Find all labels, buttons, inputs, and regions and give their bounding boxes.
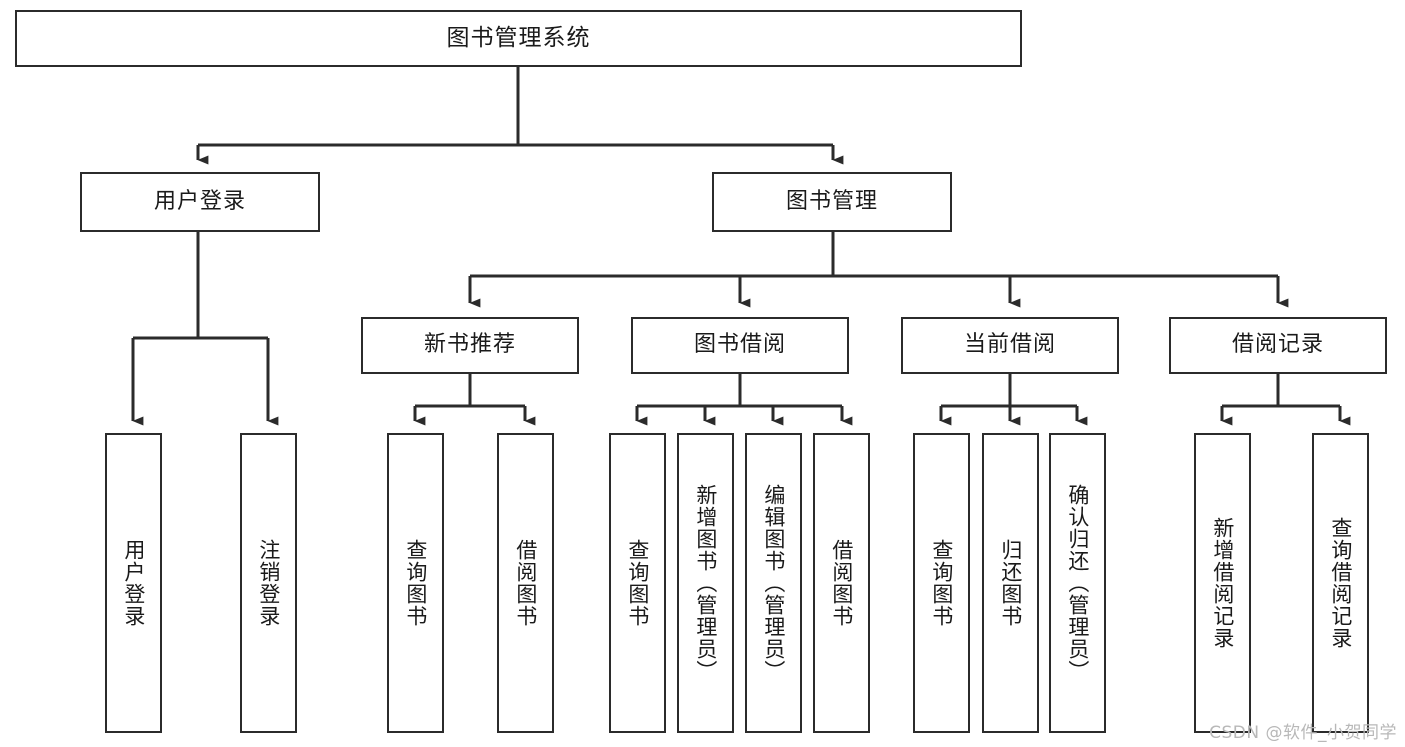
node-leaf-confirm-return[interactable]: 确认归还（管理员）	[1049, 433, 1106, 733]
node-leaf-add-borrow-record[interactable]: 新增借阅记录	[1194, 433, 1251, 733]
node-label: 借阅图书	[513, 539, 538, 627]
node-leaf-add-book[interactable]: 新增图书（管理员）	[677, 433, 734, 733]
node-leaf-query-borrow-record[interactable]: 查询借阅记录	[1312, 433, 1369, 733]
node-leaf-query-book-recommend[interactable]: 查询图书	[387, 433, 444, 733]
node-book-manage[interactable]: 图书管理	[712, 172, 952, 232]
node-label: 图书管理系统	[446, 24, 591, 51]
node-label: 查询图书	[403, 539, 428, 627]
node-borrow-record[interactable]: 借阅记录	[1169, 317, 1387, 374]
node-label: 新增图书（管理员）	[693, 484, 718, 682]
node-label: 归还图书	[998, 539, 1023, 627]
node-label: 图书管理	[785, 188, 878, 214]
node-leaf-return-book[interactable]: 归还图书	[982, 433, 1039, 733]
node-label: 新增借阅记录	[1210, 517, 1235, 649]
node-book-borrow[interactable]: 图书借阅	[631, 317, 849, 374]
node-label: 借阅记录	[1231, 332, 1324, 358]
node-new-book-recommend[interactable]: 新书推荐	[361, 317, 579, 374]
node-label: 图书借阅	[693, 332, 786, 358]
node-current-borrow[interactable]: 当前借阅	[901, 317, 1119, 374]
node-label: 借阅图书	[829, 539, 854, 627]
node-label: 用户登录	[153, 188, 246, 214]
node-root-book-management-system[interactable]: 图书管理系统	[15, 10, 1022, 67]
node-leaf-borrow-book-recommend[interactable]: 借阅图书	[497, 433, 554, 733]
node-label: 编辑图书（管理员）	[761, 484, 786, 682]
node-label: 用户登录	[121, 539, 146, 627]
node-leaf-user-login[interactable]: 用户登录	[105, 433, 162, 733]
watermark-text: CSDN @软件_小贺同学	[1209, 723, 1397, 743]
node-label: 查询借阅记录	[1328, 517, 1353, 649]
node-leaf-query-book-borrow[interactable]: 查询图书	[609, 433, 666, 733]
node-user-login[interactable]: 用户登录	[80, 172, 320, 232]
node-leaf-query-book-current[interactable]: 查询图书	[913, 433, 970, 733]
node-label: 查询图书	[929, 539, 954, 627]
node-label: 注销登录	[256, 539, 281, 627]
node-label: 查询图书	[625, 539, 650, 627]
node-label: 当前借阅	[963, 332, 1056, 358]
node-leaf-logout-login[interactable]: 注销登录	[240, 433, 297, 733]
node-leaf-borrow-book[interactable]: 借阅图书	[813, 433, 870, 733]
node-label: 新书推荐	[423, 332, 516, 358]
node-label: 确认归还（管理员）	[1065, 484, 1090, 682]
node-leaf-edit-book[interactable]: 编辑图书（管理员）	[745, 433, 802, 733]
